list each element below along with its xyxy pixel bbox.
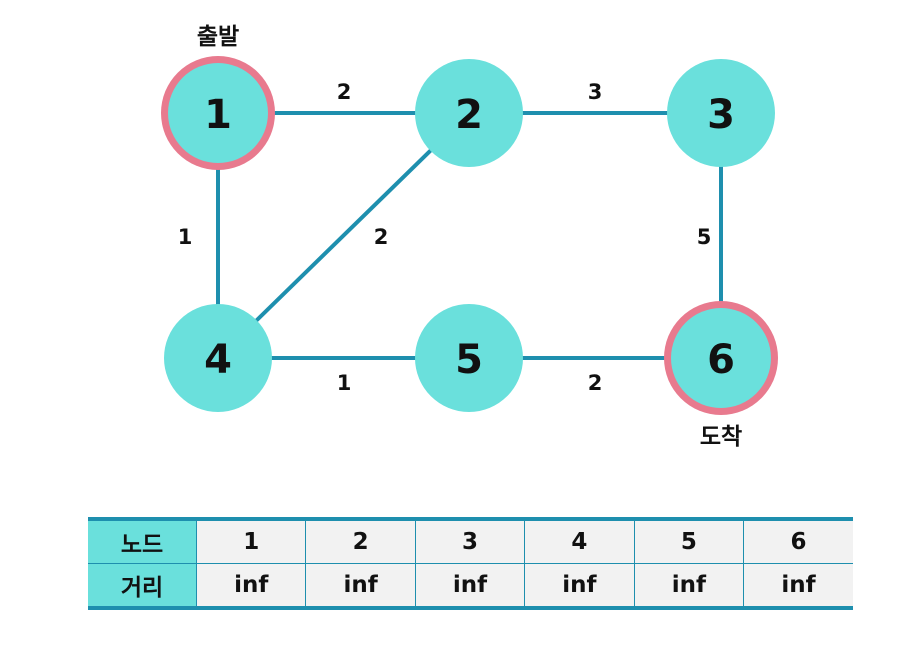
node-3-circle	[667, 59, 775, 167]
row-header-node: 노드	[88, 519, 197, 564]
edge-weight-1-2: 2	[337, 80, 352, 104]
table-cell-node: 2	[305, 519, 416, 564]
node-6-label: 6	[707, 337, 735, 383]
edge-weight-3-6: 5	[697, 225, 712, 249]
edge-weight-2-4: 2	[374, 225, 389, 249]
table-cell-distance: inf	[195, 563, 306, 608]
node-5-circle	[415, 304, 523, 412]
node-6: 6	[664, 301, 778, 415]
table-cell-node: 3	[414, 519, 525, 564]
edge-2-4	[216, 111, 471, 360]
node-5: 5	[415, 304, 523, 412]
start-label: 출발	[197, 24, 239, 50]
table-cell-distance: inf	[633, 563, 744, 608]
edge-weight-1-4: 1	[178, 225, 193, 249]
edge-weight-5-6: 2	[588, 371, 603, 395]
node-2-label: 2	[455, 92, 483, 138]
table-cell-distance: inf	[305, 563, 416, 608]
node-2-circle	[415, 59, 523, 167]
graph-diagram: 2 3 1 2 5 1 2 1 2 3 4 5 6 출발 도착	[161, 24, 778, 450]
table-cell-node: 6	[743, 519, 853, 564]
row-header-distance: 거리	[88, 563, 197, 608]
table-row-nodes: 노드 1 2 3 4 5 6	[88, 519, 853, 564]
distance-table: 노드 1 2 3 4 5 6 거리 inf inf inf inf inf in…	[88, 517, 853, 610]
edge-weight-2-3: 3	[588, 80, 603, 104]
end-label: 도착	[700, 424, 742, 450]
node-1-circle	[168, 63, 268, 163]
table-cell-node: 1	[195, 519, 306, 564]
node-3-label: 3	[707, 92, 735, 138]
table-cell-distance: inf	[414, 563, 525, 608]
node-1-label: 1	[204, 92, 232, 138]
node-4-label: 4	[204, 337, 232, 383]
node-1: 1	[161, 56, 275, 170]
node-6-circle	[671, 308, 771, 408]
node-4-circle	[164, 304, 272, 412]
node-5-label: 5	[455, 337, 483, 383]
table-row-distances: 거리 inf inf inf inf inf inf	[88, 563, 853, 608]
table-cell-distance: inf	[743, 563, 853, 608]
node-3: 3	[667, 59, 775, 167]
node-4: 4	[164, 304, 272, 412]
table-cell-node: 5	[633, 519, 744, 564]
node-2: 2	[415, 59, 523, 167]
edge-weight-4-5: 1	[337, 371, 352, 395]
table-cell-distance: inf	[524, 563, 635, 608]
table-cell-node: 4	[524, 519, 635, 564]
